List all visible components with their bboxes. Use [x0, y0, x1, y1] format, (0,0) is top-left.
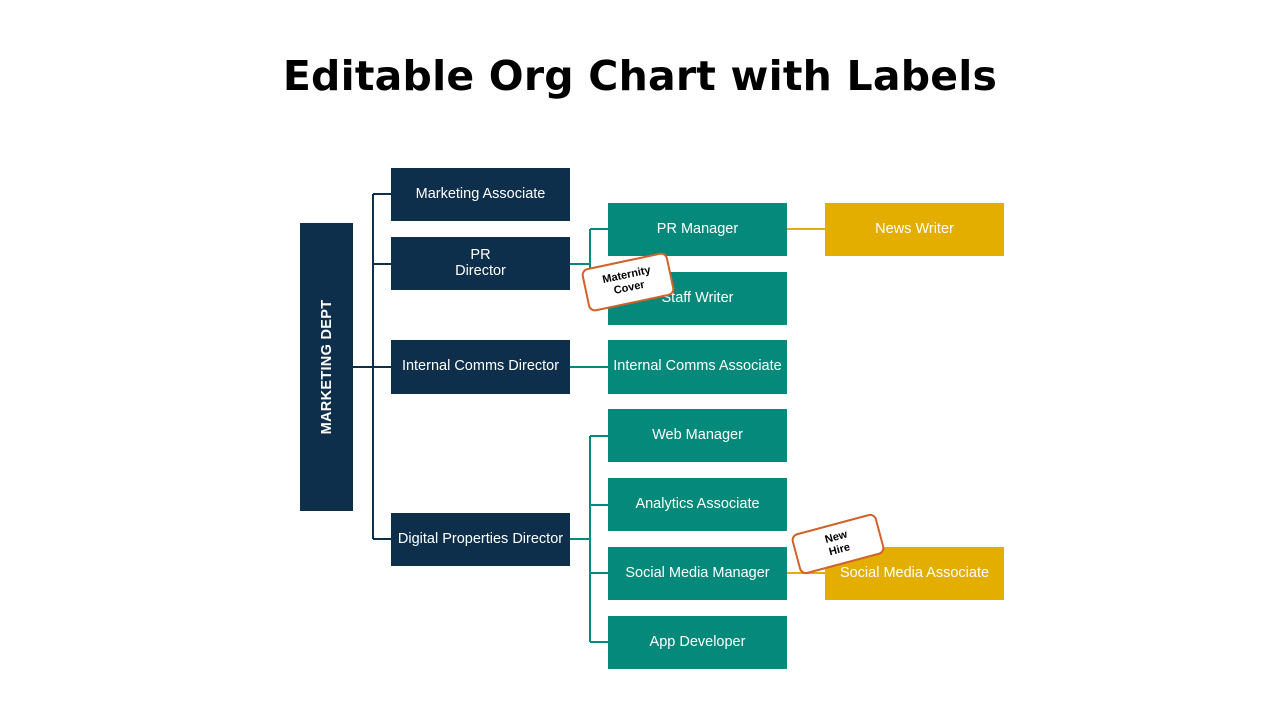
social-media-manager-box[interactable]: Social Media Manager: [608, 547, 787, 600]
app-developer-box[interactable]: App Developer: [608, 616, 787, 669]
internal-comms-director-box[interactable]: Internal Comms Director: [391, 340, 570, 394]
dept-connectors: [353, 193, 391, 540]
marketing-associate-box[interactable]: Marketing Associate: [391, 168, 570, 221]
page-title: Editable Org Chart with Labels: [282, 52, 998, 100]
pr-manager-box[interactable]: PR Manager: [608, 203, 787, 256]
digital-properties-director-box[interactable]: Digital Properties Director: [391, 513, 570, 566]
internal-comms-associate-box[interactable]: Internal Comms Associate: [608, 340, 787, 394]
marketing-dept-label: MARKETING DEPT: [318, 299, 335, 435]
staff-writer-box[interactable]: Staff Writer: [608, 272, 787, 325]
analytics-associate-box[interactable]: Analytics Associate: [608, 478, 787, 531]
news-writer-box[interactable]: News Writer: [825, 203, 1004, 256]
report-connectors: [787, 228, 825, 574]
pr-director-box[interactable]: PR Director: [391, 237, 570, 290]
web-manager-box[interactable]: Web Manager: [608, 409, 787, 462]
marketing-dept-box[interactable]: MARKETING DEPT: [300, 223, 353, 511]
